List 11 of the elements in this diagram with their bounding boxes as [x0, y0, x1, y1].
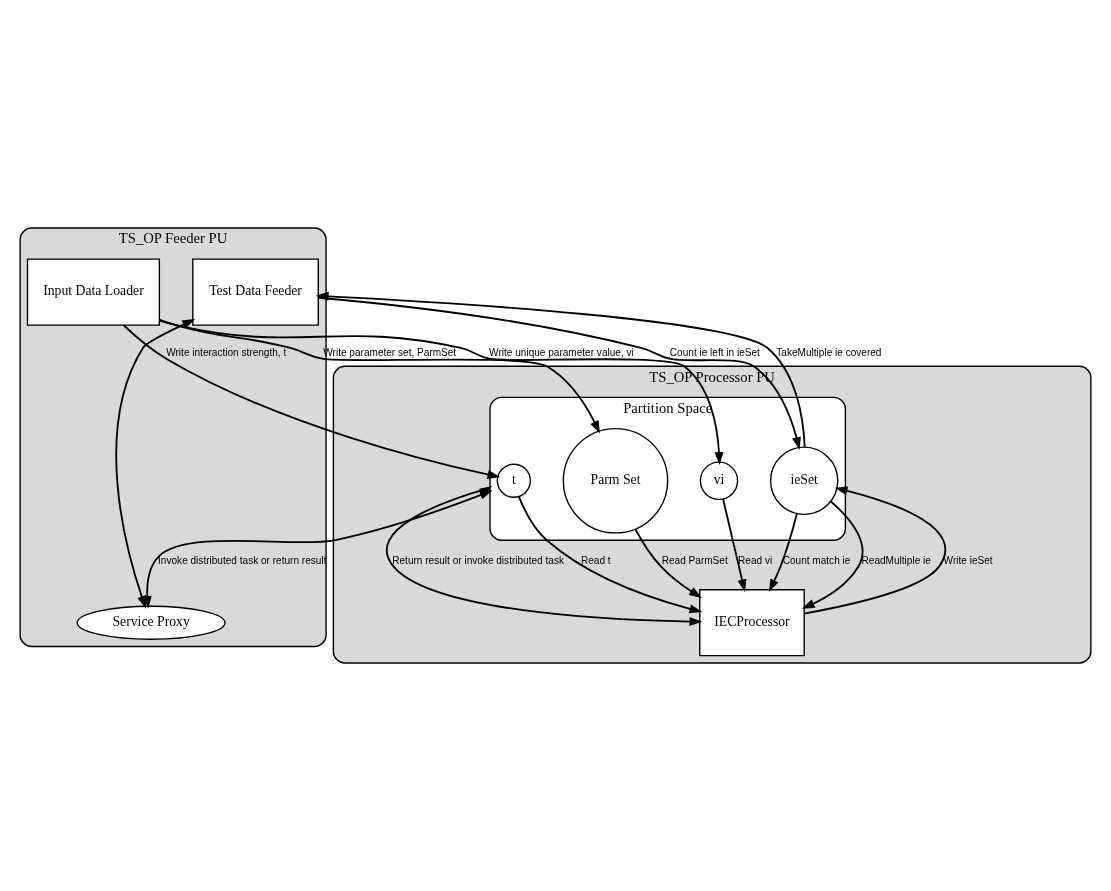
edge-label: Read ParmSet — [661, 554, 728, 566]
edge-label: Read t — [580, 554, 611, 566]
edge-label: Count match ie — [782, 554, 851, 566]
edge-label: Read vi — [738, 554, 773, 566]
edge-label: Return result or invoke distributed task — [392, 554, 564, 566]
edge-label: ReadMultiple ie — [861, 554, 931, 566]
edge-label: Write unique parameter value, vi — [489, 347, 634, 359]
edge-label: Write interaction strength, t — [166, 347, 287, 359]
edge-label: Write ieSet — [943, 554, 993, 566]
edge-label: Count ie left in ieSet — [669, 347, 760, 359]
edge-label: TakeMultiple ie covered — [776, 347, 882, 359]
